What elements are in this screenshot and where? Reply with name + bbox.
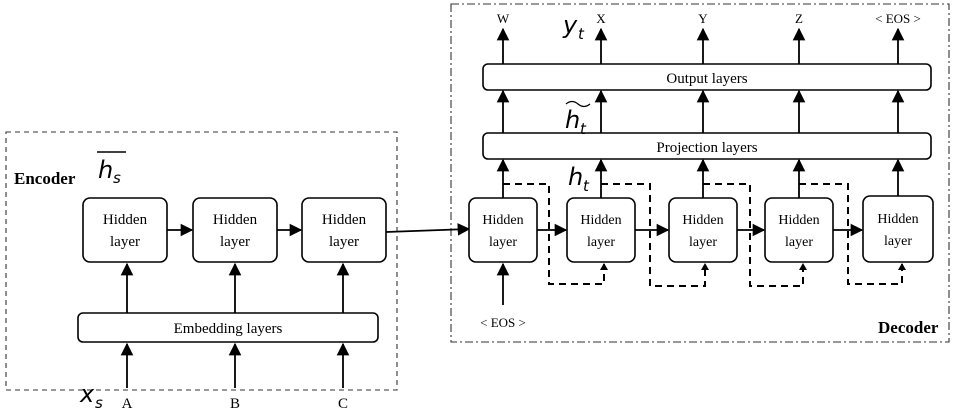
svg-text:t: t — [583, 177, 590, 195]
feedback-loop-3 — [703, 183, 804, 287]
decoder-hidden-layer-3: Hidden layer — [668, 197, 738, 263]
svg-text:layer: layer — [110, 234, 140, 250]
ht-symbol: h t — [568, 163, 590, 195]
feedback-loop-2 — [601, 183, 706, 287]
xs-symbol: x s — [79, 380, 103, 412]
svg-text:Hidden: Hidden — [682, 213, 723, 228]
svg-text:Hidden: Hidden — [482, 213, 523, 228]
input-a: A — [122, 396, 133, 412]
svg-text:layer: layer — [884, 234, 912, 249]
output-x: X — [596, 11, 606, 26]
svg-text:layer: layer — [489, 235, 517, 250]
projection-layers: Projection layers — [482, 132, 932, 160]
feedback-arrowhead-3 — [799, 263, 807, 270]
feedback-arrowhead-1 — [600, 263, 608, 270]
embedding-layers: Embedding layers — [77, 312, 379, 343]
svg-text:layer: layer — [785, 235, 813, 250]
svg-text:Hidden: Hidden — [580, 213, 621, 228]
ht-tilde-symbol: h t — [565, 100, 591, 138]
svg-text:Embedding layers: Embedding layers — [174, 321, 283, 337]
svg-text:Output layers: Output layers — [666, 71, 747, 87]
svg-text:Hidden: Hidden — [778, 213, 819, 228]
svg-text:t: t — [580, 120, 587, 138]
output-y: Y — [698, 11, 708, 26]
encoder-to-decoder-arrow — [385, 223, 471, 236]
svg-text:t: t — [578, 25, 585, 43]
encoder-hidden-layer-3: Hidden layer — [301, 197, 387, 263]
svg-text:layer: layer — [689, 235, 717, 250]
svg-text:x: x — [79, 380, 95, 408]
encoder-hidden-layer-1: Hidden layer — [82, 197, 168, 263]
svg-text:Hidden: Hidden — [877, 212, 918, 227]
feedback-arrowhead-4 — [898, 263, 906, 270]
svg-text:layer: layer — [329, 234, 359, 250]
svg-text:s: s — [113, 169, 121, 187]
start-token: < EOS > — [480, 315, 526, 330]
svg-text:layer: layer — [587, 235, 615, 250]
svg-text:Hidden: Hidden — [103, 212, 148, 228]
output-eos: < EOS > — [875, 11, 921, 26]
svg-text:layer: layer — [220, 234, 250, 250]
decoder-frame — [450, 3, 950, 343]
decoder-hidden-layer-4: Hidden layer — [764, 197, 834, 263]
svg-text:h: h — [565, 106, 580, 134]
feedback-loop-1 — [503, 183, 605, 285]
decoder-hidden-layer-5: Hidden layer — [862, 195, 934, 263]
svg-text:s: s — [95, 394, 103, 412]
svg-text:Hidden: Hidden — [322, 212, 367, 228]
output-w: W — [497, 11, 510, 26]
decoder-hidden-layer-1: Hidden layer — [468, 197, 538, 263]
svg-text:y: y — [562, 11, 578, 39]
feedback-arrowhead-2 — [701, 263, 709, 270]
svg-text:h: h — [568, 163, 583, 191]
hs-bar-symbol: h s — [97, 151, 126, 187]
encoder-title: Encoder — [14, 169, 76, 188]
yt-symbol: y t — [562, 11, 585, 43]
svg-text:Projection layers: Projection layers — [656, 140, 757, 156]
decoder-hidden-layer-2: Hidden layer — [566, 197, 636, 263]
output-layers: Output layers — [482, 63, 932, 91]
svg-text:h: h — [98, 156, 113, 184]
decoder-title: Decoder — [878, 318, 939, 337]
input-c: C — [338, 396, 348, 412]
encoder-hidden-layer-2: Hidden layer — [192, 197, 278, 263]
svg-text:Hidden: Hidden — [213, 212, 258, 228]
output-z: Z — [795, 11, 803, 26]
input-b: B — [230, 396, 240, 412]
feedback-loop-4 — [799, 183, 903, 285]
